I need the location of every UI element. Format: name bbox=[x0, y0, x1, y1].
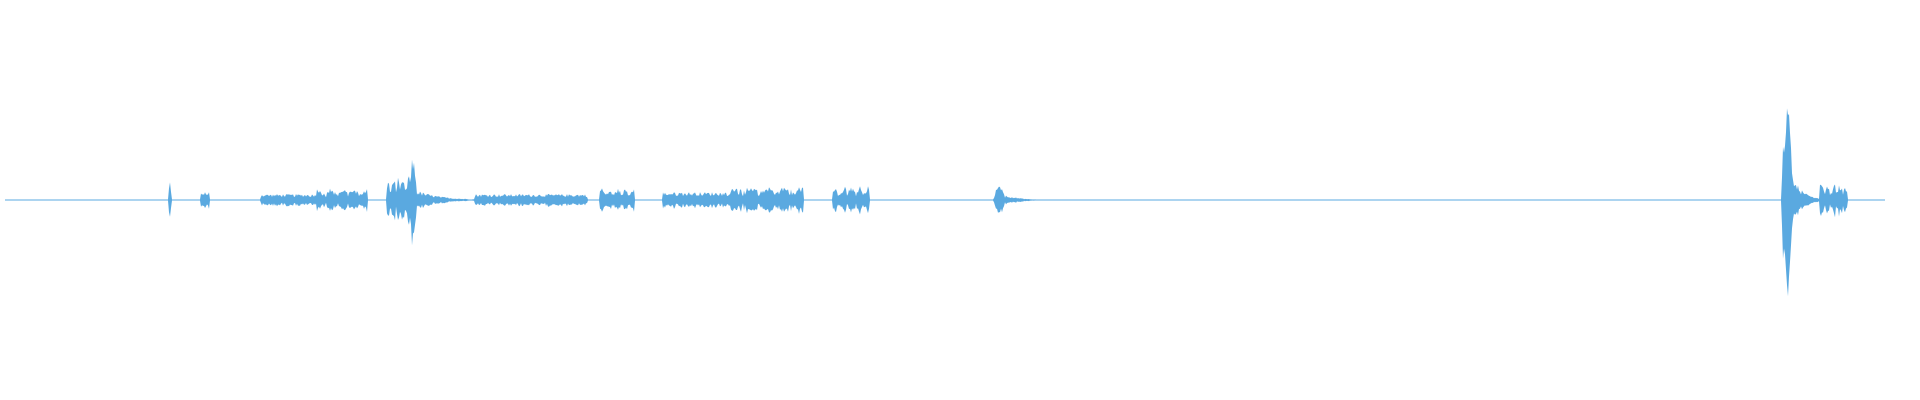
audio-waveform[interactable] bbox=[0, 0, 1920, 400]
audio-waveform-panel[interactable] bbox=[0, 0, 1920, 400]
